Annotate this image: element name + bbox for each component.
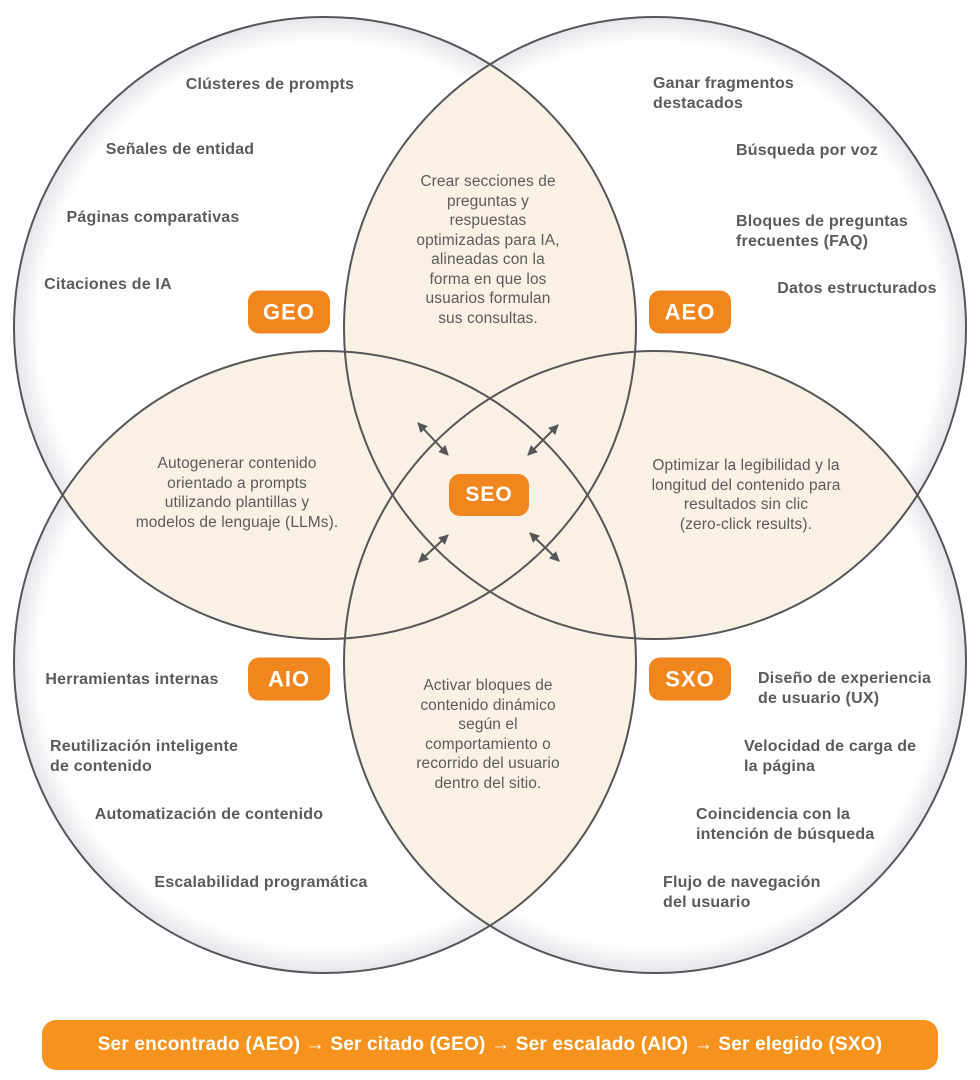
footer-sequence-ribbon: Ser encontrado (AEO) → Ser citado (GEO) … — [42, 1020, 938, 1070]
aio-badge: AIO — [248, 657, 330, 701]
aeo-item-bloques-faq: Bloques de preguntas frecuentes (FAQ) — [736, 213, 909, 250]
aeo-item-fragmentos-destacados: Ganar fragmentos destacados — [653, 75, 795, 112]
overlap-text-aio-sxo: Activar bloques de contenido dinámico se… — [416, 677, 560, 792]
aio-item-automatizacion: Automatización de contenido — [94, 806, 324, 823]
overlap-text-aeo-sxo: Optimizar la legibilidad y la longitud d… — [651, 457, 841, 533]
sxo-item-coincidencia-intencion: Coincidencia con la intención de búsqued… — [696, 806, 875, 843]
seo-center-badge: SEO — [449, 474, 529, 516]
aio-item-reutilizacion: Reutilización inteligente de contenido — [50, 738, 239, 775]
geo-item-citaciones-de-ia: Citaciones de IA — [44, 276, 172, 293]
overlap-text-geo-aio: Autogenerar contenido orientado a prompt… — [135, 455, 339, 531]
geo-item-clusters-de-prompts: Clústeres de prompts — [185, 76, 355, 93]
venn-circle-outlines — [13, 16, 967, 974]
sxo-item-diseno-ux: Diseño de experiencia de usuario (UX) — [758, 670, 932, 707]
center-arrows-icon — [417, 422, 560, 563]
aio-item-escalabilidad: Escalabilidad programática — [154, 874, 368, 891]
sxo-badge: SXO — [649, 657, 731, 701]
sxo-item-flujo-navegacion: Flujo de navegación del usuario — [663, 874, 821, 911]
geo-badge: GEO — [248, 290, 330, 334]
geo-item-senales-de-entidad: Señales de entidad — [105, 141, 255, 158]
geo-item-paginas-comparativas: Páginas comparativas — [66, 209, 240, 226]
aeo-badge: AEO — [649, 290, 731, 334]
aeo-item-datos-estructurados: Datos estructurados — [777, 280, 937, 297]
aio-item-herramientas-internas: Herramientas internas — [45, 671, 219, 688]
overlap-text-geo-aeo: Crear secciones de preguntas y respuesta… — [416, 173, 560, 327]
aeo-item-busqueda-por-voz: Búsqueda por voz — [736, 142, 878, 159]
sxo-item-velocidad-carga: Velocidad de carga de la página — [744, 738, 917, 775]
